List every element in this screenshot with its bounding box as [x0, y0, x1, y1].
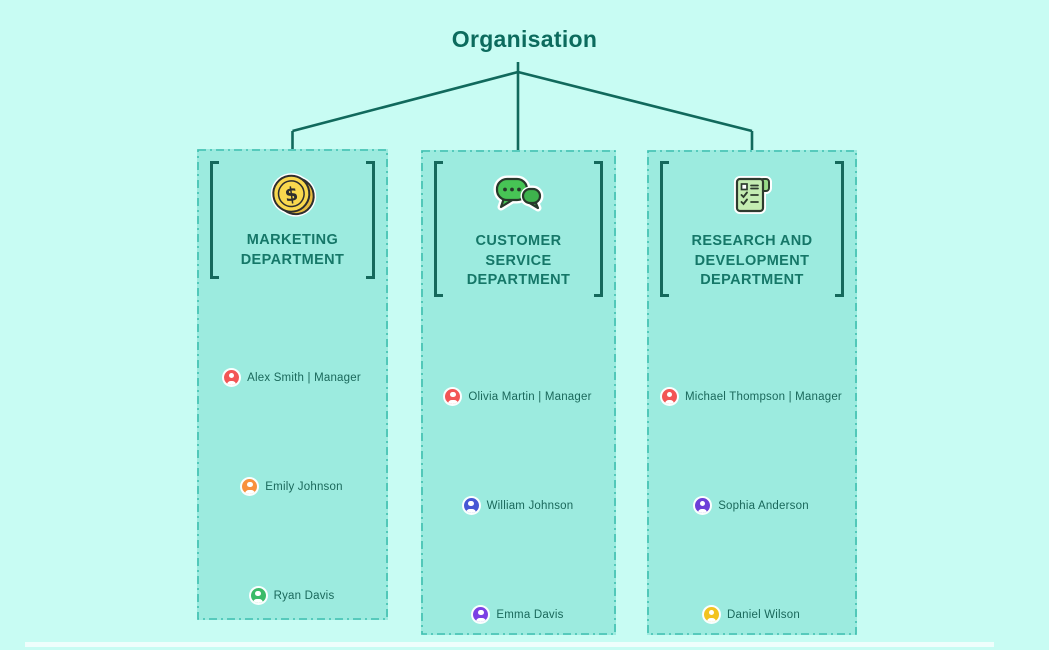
- person-icon: [662, 389, 678, 404]
- person-icon: [445, 389, 461, 404]
- person-row: William Johnson: [421, 498, 616, 513]
- department-name: RESEARCH AND DEVELOPMENT DEPARTMENT: [691, 233, 813, 288]
- page-title: Organisation: [451, 26, 598, 52]
- person-icon: [242, 479, 258, 494]
- person-name: Emma Davis: [496, 608, 564, 621]
- svg-text:$: $: [283, 183, 299, 207]
- person-icon: [704, 607, 720, 622]
- person-row: Olivia Martin | Manager: [421, 389, 616, 404]
- person-name: Alex Smith | Manager: [247, 371, 361, 384]
- person-row: Sophia Anderson: [647, 498, 857, 513]
- person-icon: [250, 588, 266, 603]
- person-row: Emily Johnson: [197, 479, 388, 494]
- person-name: William Johnson: [486, 499, 574, 512]
- person-name: Michael Thompson | Manager: [685, 390, 842, 403]
- bracket-right-decoration: [594, 161, 603, 297]
- bracket-left-decoration: [210, 161, 219, 279]
- person-name: Ryan Davis: [273, 589, 335, 602]
- dollar-coin-icon: $: [197, 167, 388, 223]
- person-row: Michael Thompson | Manager: [647, 389, 857, 404]
- person-row: Emma Davis: [421, 607, 616, 622]
- person-name: Sophia Anderson: [718, 499, 809, 512]
- person-icon: [463, 498, 479, 513]
- department-name: MARKETING DEPARTMENT: [240, 232, 345, 268]
- person-icon: [224, 370, 240, 385]
- checklist-icon: [647, 168, 857, 224]
- department-box-customer-service: CUSTOMER SERVICE DEPARTMENT Olivia Marti…: [421, 150, 616, 635]
- bracket-left-decoration: [660, 161, 669, 297]
- person-row: Ryan Davis: [197, 588, 388, 603]
- department-name: CUSTOMER SERVICE DEPARTMENT: [466, 233, 571, 288]
- person-row: Alex Smith | Manager: [197, 370, 388, 385]
- bracket-left-decoration: [434, 161, 443, 297]
- department-box-research-development: RESEARCH AND DEVELOPMENT DEPARTMENT Mich…: [647, 150, 857, 635]
- bottom-edge-highlight: [25, 642, 994, 647]
- person-icon: [695, 498, 711, 513]
- person-row: Daniel Wilson: [647, 607, 857, 622]
- person-icon: [473, 607, 489, 622]
- person-name: Emily Johnson: [265, 480, 343, 493]
- department-box-marketing: $ MARKETING DEPARTMENT Alex Smith | Mana…: [197, 149, 388, 620]
- chat-bubbles-icon: [421, 168, 616, 224]
- person-name: Daniel Wilson: [727, 608, 800, 621]
- bracket-right-decoration: [835, 161, 844, 297]
- bracket-right-decoration: [366, 161, 375, 279]
- person-name: Olivia Martin | Manager: [468, 390, 592, 403]
